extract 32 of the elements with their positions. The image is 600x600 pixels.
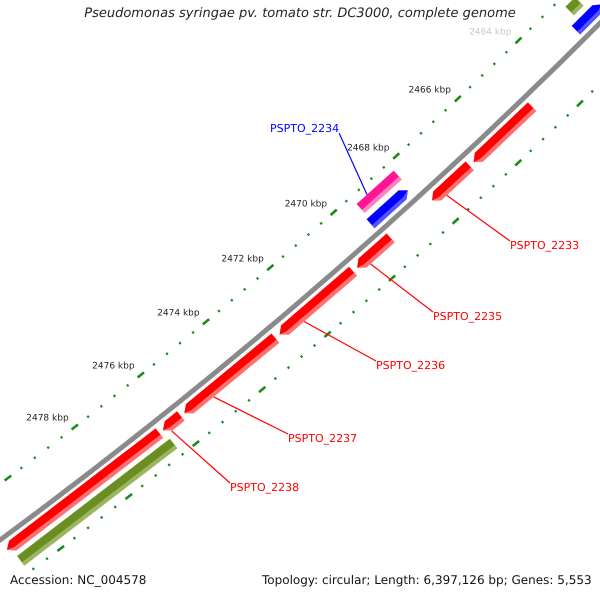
gene-block bbox=[572, 4, 600, 34]
gene-label: PSPTO_2236 bbox=[376, 359, 446, 372]
leader-line bbox=[171, 430, 230, 484]
gene-label: PSPTO_2235 bbox=[433, 310, 502, 324]
leader-line bbox=[304, 321, 376, 362]
scale-label: 2472 kbp bbox=[221, 254, 264, 266]
gene-block bbox=[280, 266, 357, 335]
scale-label: 2474 kbp bbox=[157, 308, 200, 320]
gene-label: PSPTO_2238 bbox=[230, 481, 300, 494]
gene-block bbox=[432, 161, 474, 200]
title: Pseudomonas syringae pv. tomato str. DC3000, complete genome bbox=[83, 6, 517, 22]
gene-block bbox=[162, 411, 184, 430]
gene-label: PSPTO_2234 bbox=[270, 122, 340, 136]
leader-line bbox=[370, 263, 434, 312]
gene-block bbox=[366, 190, 408, 228]
gene-block bbox=[17, 438, 178, 566]
gene-label: PSPTO_2233 bbox=[510, 239, 580, 252]
scale-label: 2478 kbp bbox=[26, 414, 69, 425]
gene-block bbox=[565, 0, 584, 16]
leader-line bbox=[446, 194, 510, 242]
gene-block bbox=[474, 102, 536, 162]
footer-text: Accession: NC_004578 bbox=[10, 573, 146, 588]
scale-label: 2466 kbp bbox=[408, 86, 451, 97]
gene-label: PSPTO_2237 bbox=[288, 432, 358, 446]
gene-block bbox=[184, 334, 280, 414]
scale-label: 2476 kbp bbox=[92, 362, 135, 373]
leader-line bbox=[214, 396, 288, 435]
leader-line bbox=[338, 132, 368, 195]
gene-block bbox=[357, 234, 395, 268]
scale-label: 2470 kbp bbox=[284, 199, 328, 210]
footer-text: Topology: circular; Length: 6,397,126 bp; Genes: 5,553 bbox=[262, 573, 592, 588]
scale-label: 2468 kbp bbox=[347, 143, 390, 154]
